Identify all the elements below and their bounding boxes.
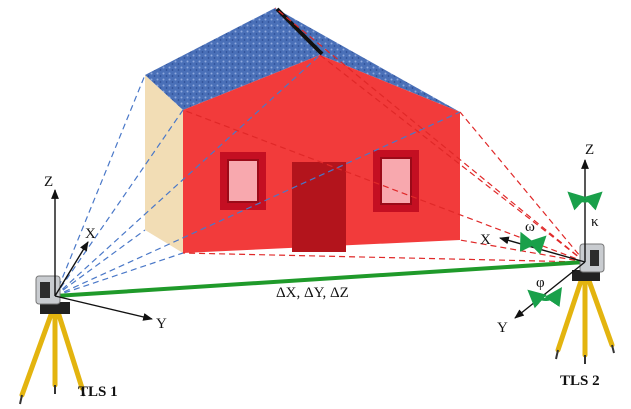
tls2-axis-y	[514, 261, 586, 319]
tls2-label-x: X	[480, 232, 491, 248]
tls1-axis-x	[54, 241, 89, 297]
tls1-label-z: Z	[44, 174, 53, 190]
window-right	[373, 150, 419, 212]
tls2-axis-x	[499, 236, 586, 263]
tls2-ray-2	[459, 111, 586, 263]
tls1-rays	[54, 54, 461, 297]
tls1-ray-4	[54, 252, 184, 297]
tls1-axis-y	[54, 295, 153, 321]
tls2-ray-6	[274, 7, 586, 263]
tls2-kappa-arrow	[567, 191, 603, 211]
window-left	[220, 152, 266, 210]
baseline	[54, 260, 586, 298]
tls1-label-y: Y	[156, 316, 167, 332]
tls1-label: TLS 1	[78, 384, 118, 400]
tls2-label: TLS 2	[560, 373, 600, 389]
tls1-ray-3	[54, 229, 146, 297]
baseline-label: ΔX, ΔY, ΔZ	[276, 285, 349, 301]
tls1-label-x: X	[85, 226, 96, 242]
tls2-omega-arrow	[519, 231, 547, 255]
tls2-label-y: Y	[497, 320, 508, 336]
tls2-scanner: Z X Y κ ω φ TLS 2	[480, 142, 615, 389]
roof-left-slope	[145, 8, 320, 110]
house-door	[292, 162, 346, 252]
tls2-phi-arrow	[527, 287, 562, 309]
tls2-ray-4	[182, 109, 586, 263]
house-side-wall	[145, 75, 183, 253]
tls2-ray-5	[182, 252, 586, 263]
tls1-ray-5	[54, 111, 461, 297]
tls2-label-z: Z	[585, 142, 594, 158]
tls2-ray-1	[319, 54, 586, 263]
roof-ridge	[275, 7, 324, 56]
tls2-label-omega: ω	[525, 219, 535, 235]
tls1-tripod	[19, 309, 85, 398]
tls1-ray-2	[54, 109, 184, 297]
tls2-label-kappa: κ	[591, 214, 599, 230]
house	[145, 7, 460, 253]
tls2-tripod	[555, 275, 615, 358]
tls1-scanner: Z X Y TLS 1	[19, 174, 167, 405]
roof-right-slope	[275, 8, 460, 112]
tls2-label-phi: φ	[536, 275, 545, 291]
tls2-ray-3	[459, 239, 586, 263]
